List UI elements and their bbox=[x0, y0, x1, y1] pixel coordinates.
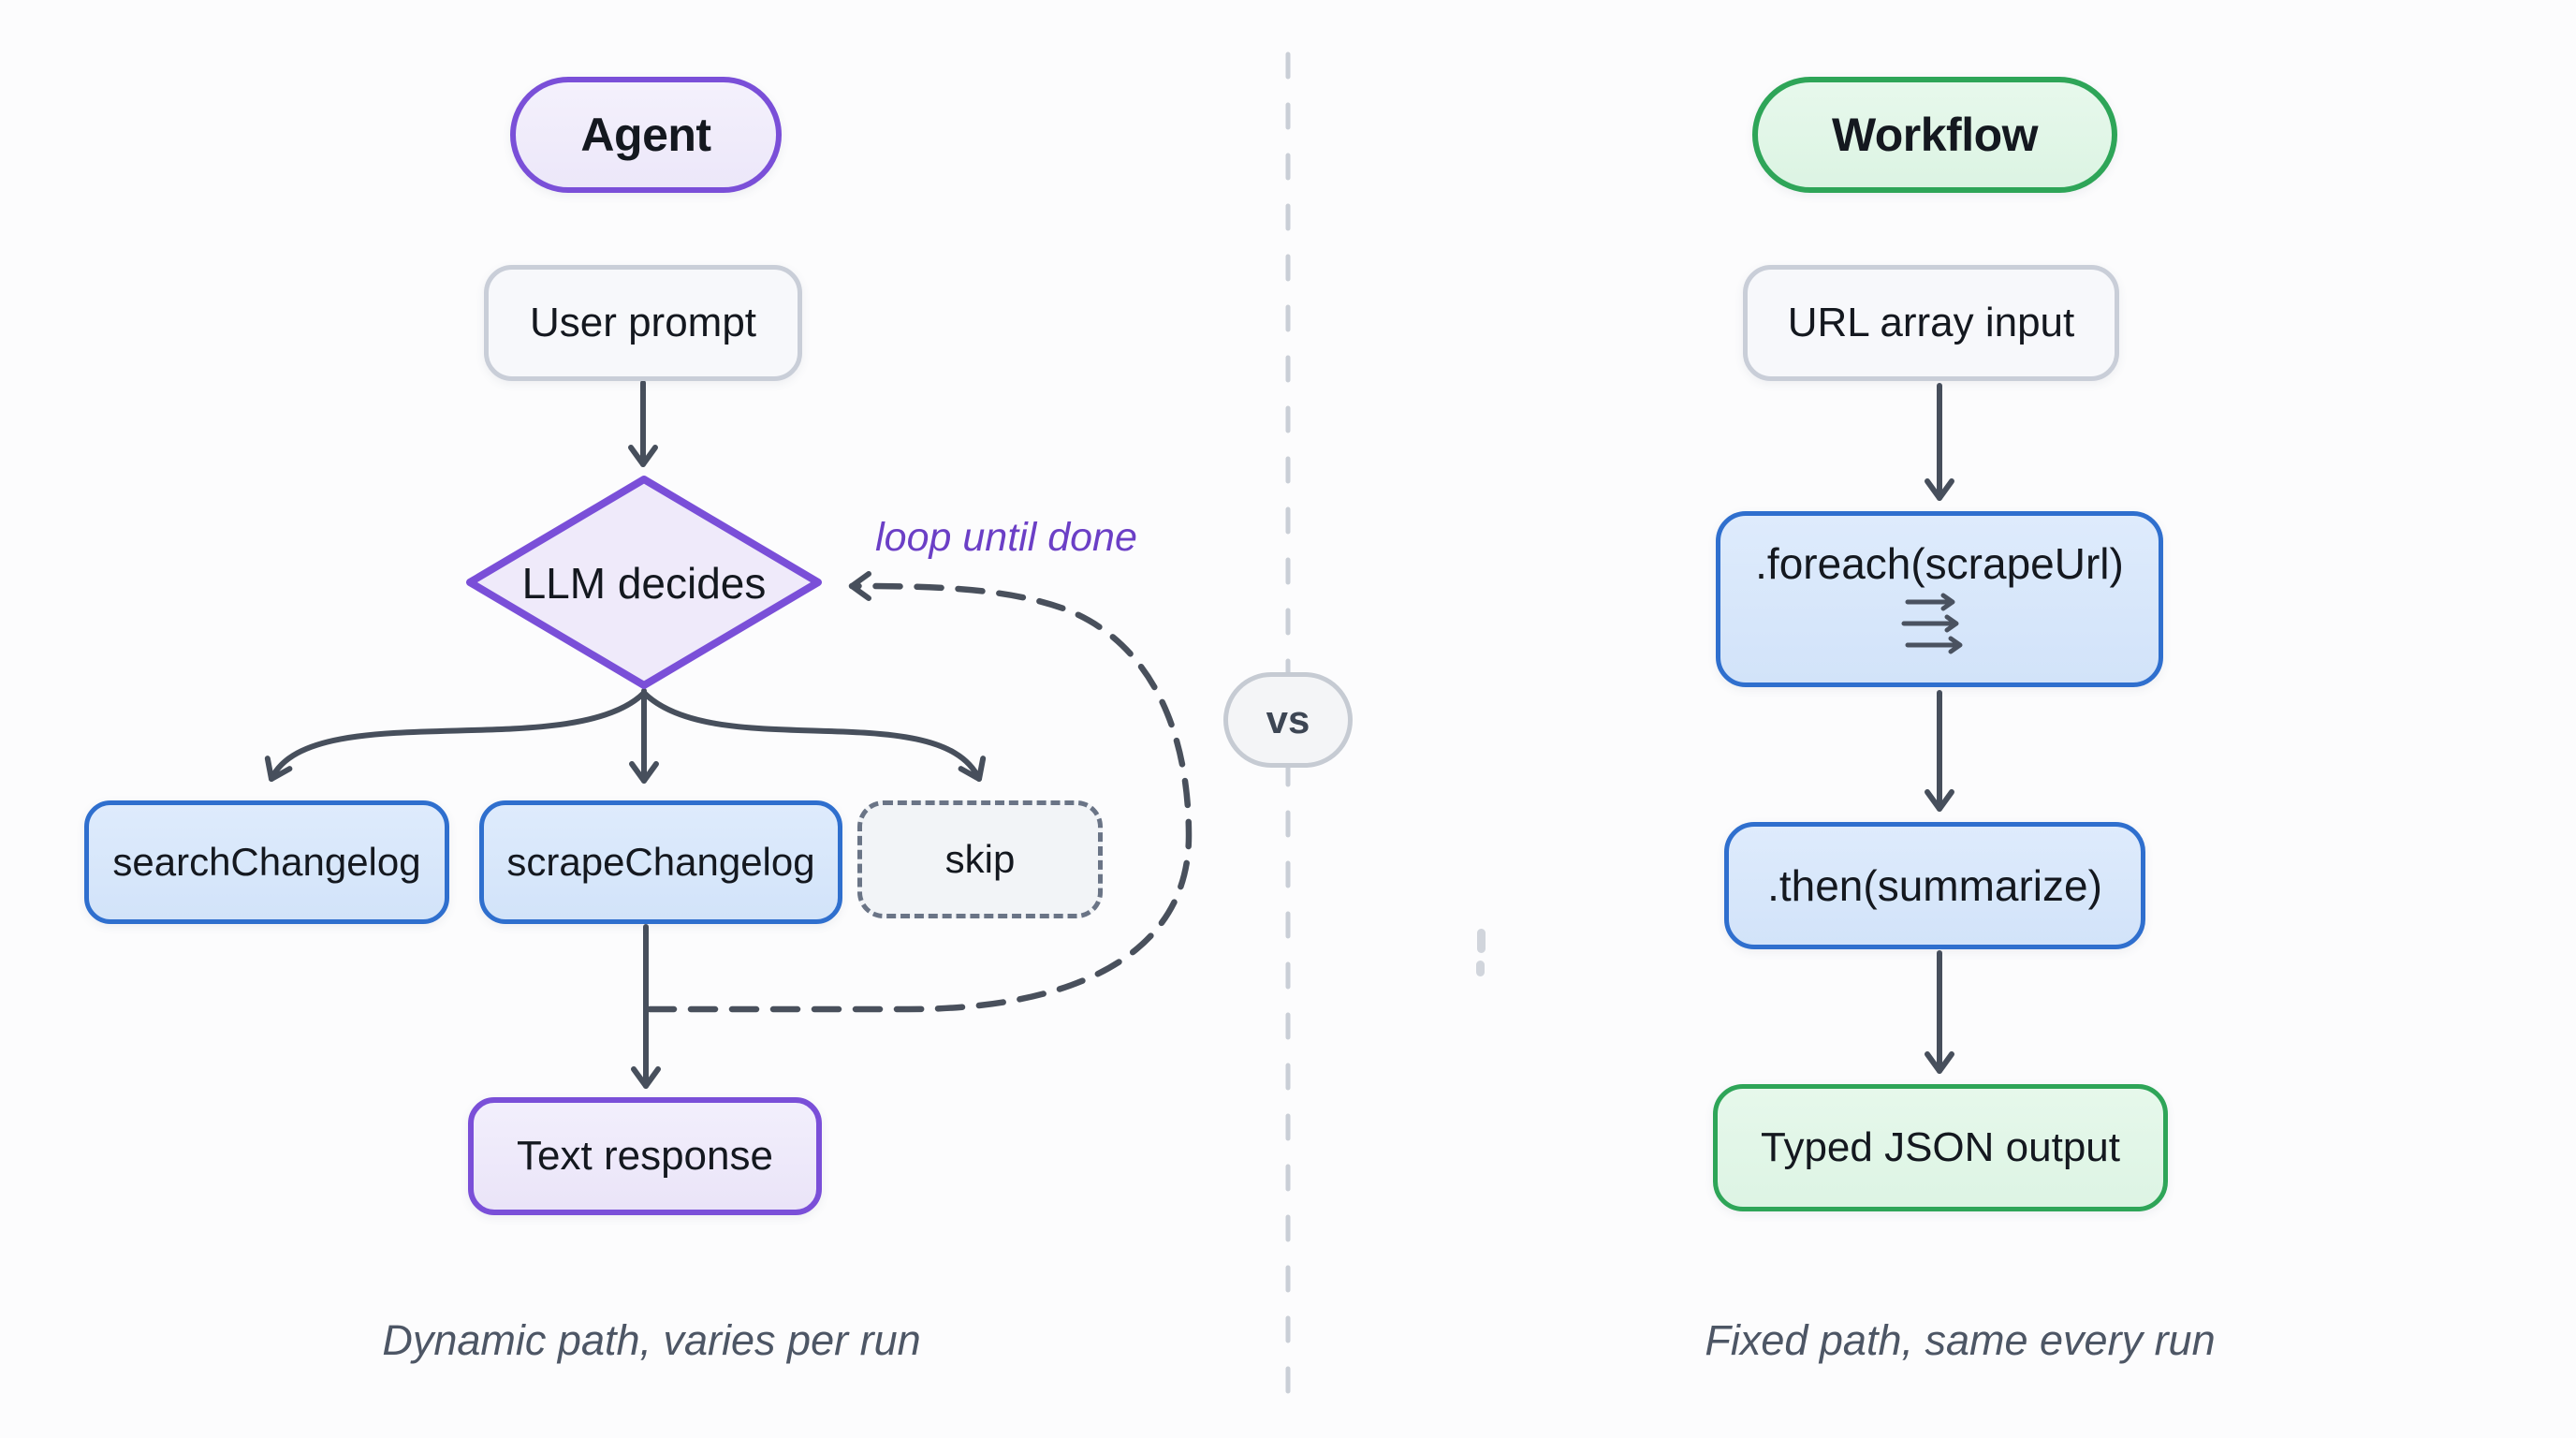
typed-json-output-label: Typed JSON output bbox=[1761, 1123, 2120, 1170]
text-response-node: Text response bbox=[468, 1097, 822, 1215]
parallel-arrows-icon bbox=[1901, 593, 1963, 654]
branch-scrape-changelog: scrapeChangelog bbox=[479, 800, 842, 924]
user-prompt-label: User prompt bbox=[529, 299, 757, 345]
branch-skip: skip bbox=[857, 800, 1103, 918]
vs-label: vs bbox=[1266, 697, 1310, 741]
agent-badge-label: Agent bbox=[580, 108, 711, 161]
connector-llm-to-skip bbox=[641, 690, 987, 782]
branch-search-changelog: searchChangelog bbox=[84, 800, 449, 924]
stray-mark bbox=[1477, 929, 1486, 953]
user-prompt-node: User prompt bbox=[484, 265, 802, 381]
typed-json-output-node: Typed JSON output bbox=[1713, 1084, 2168, 1211]
connector-llm-to-search bbox=[264, 690, 647, 782]
right-caption: Fixed path, same every run bbox=[1705, 1316, 2216, 1364]
workflow-badge-label: Workflow bbox=[1831, 108, 2039, 161]
agent-badge: Agent bbox=[510, 77, 782, 193]
then-node: .then(summarize) bbox=[1724, 822, 2145, 949]
decision-label: LLM decides bbox=[521, 559, 767, 608]
left-caption: Dynamic path, varies per run bbox=[382, 1316, 921, 1364]
url-array-input-label: URL array input bbox=[1787, 299, 2075, 345]
loop-until-done-label: loop until done bbox=[875, 515, 1137, 560]
loop-dashed-connector bbox=[646, 571, 1193, 1013]
url-array-input-node: URL array input bbox=[1743, 265, 2119, 381]
scrape-changelog-label: scrapeChangelog bbox=[506, 839, 815, 884]
decision-diamond bbox=[466, 476, 822, 689]
stray-mark bbox=[1476, 961, 1485, 976]
vs-badge: vs bbox=[1223, 672, 1353, 768]
text-response-label: Text response bbox=[517, 1132, 773, 1179]
skip-label: skip bbox=[944, 836, 1016, 881]
search-changelog-label: searchChangelog bbox=[112, 839, 421, 884]
foreach-node-content: .foreach(scrapeUrl) bbox=[1755, 540, 2124, 659]
then-label: .then(summarize) bbox=[1767, 860, 2102, 910]
workflow-badge: Workflow bbox=[1752, 77, 2117, 193]
foreach-node: .foreach(scrapeUrl) bbox=[1716, 511, 2163, 687]
foreach-label: .foreach(scrapeUrl) bbox=[1755, 538, 2124, 588]
